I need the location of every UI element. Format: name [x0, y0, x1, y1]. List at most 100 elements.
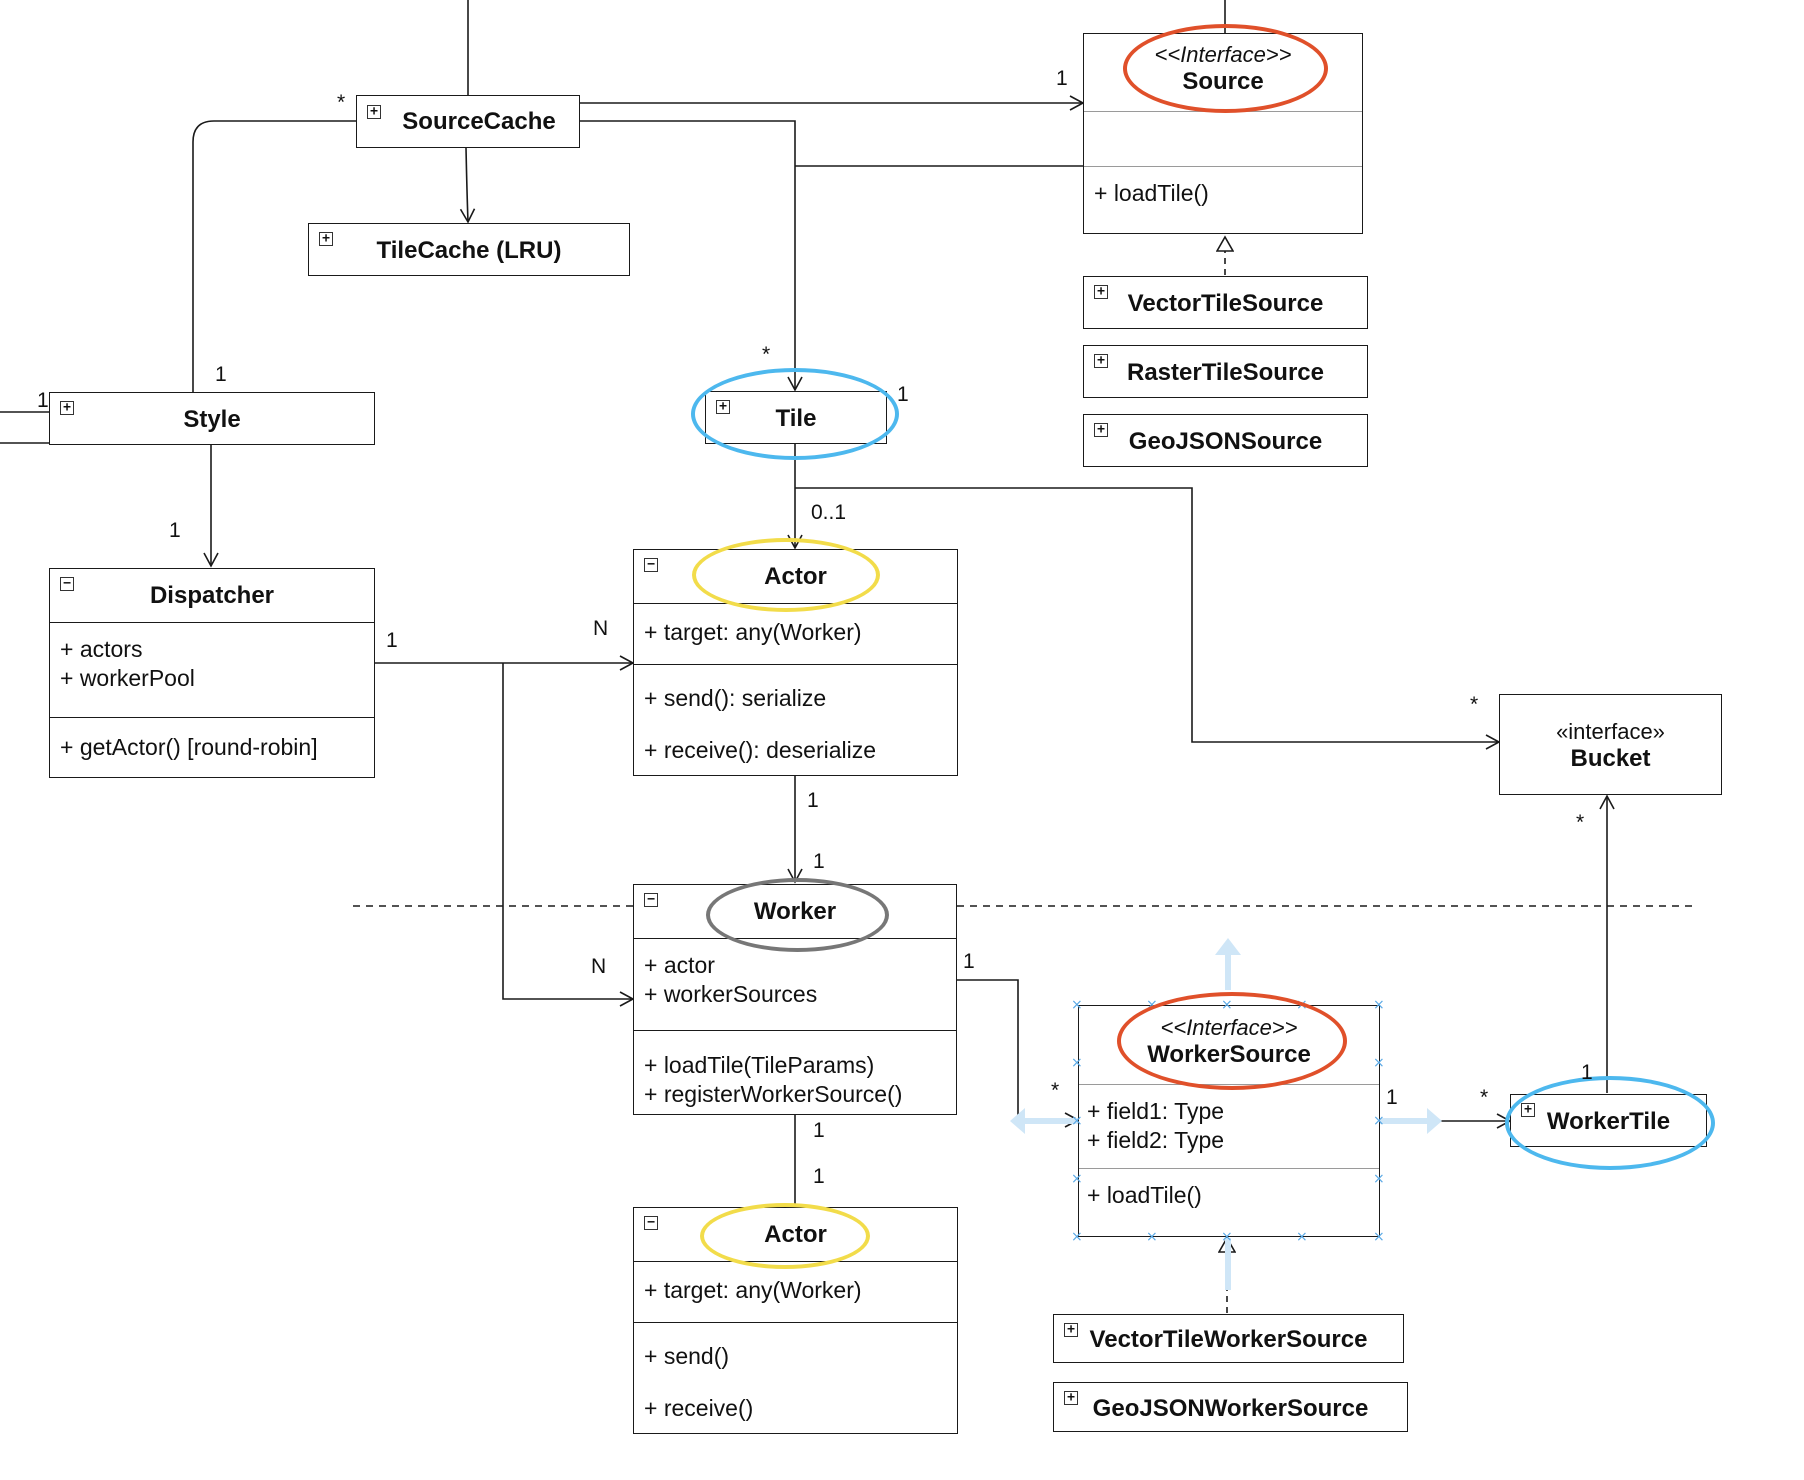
- selection-handle: ×: [1373, 1113, 1385, 1129]
- class-workertile[interactable]: + WorkerTile: [1510, 1094, 1707, 1147]
- field: + actor: [644, 952, 715, 978]
- multiplicity-label: 1: [1581, 1061, 1593, 1084]
- edge-left-style: [0, 411, 49, 444]
- minus-square-icon[interactable]: −: [60, 577, 74, 591]
- class-tile[interactable]: + Tile: [705, 391, 887, 444]
- plus-square-icon[interactable]: +: [1094, 423, 1108, 437]
- plus-square-icon[interactable]: +: [1094, 285, 1108, 299]
- class-rastertilesource[interactable]: + RasterTileSource: [1083, 345, 1368, 398]
- class-tilecache[interactable]: + TileCache (LRU): [308, 223, 630, 276]
- attributes-compartment: + actors + workerPool: [50, 622, 374, 717]
- attributes-compartment: + field1: Type + field2: Type: [1079, 1084, 1379, 1168]
- selection-handle: ×: [1071, 1113, 1083, 1129]
- method: + send(): serialize: [644, 685, 827, 711]
- multiplicity-label: 1: [963, 950, 975, 973]
- method: + loadTile(): [1087, 1182, 1202, 1208]
- class-name: RasterTileSource: [1127, 359, 1324, 386]
- class-actor-main[interactable]: − Actor + target: any(Worker) + send(): …: [633, 549, 958, 776]
- minus-square-icon[interactable]: −: [644, 558, 658, 572]
- class-name: GeoJSONWorkerSource: [1092, 1395, 1369, 1422]
- selection-handle: ×: [1296, 1229, 1308, 1245]
- class-vectortilesource[interactable]: + VectorTileSource: [1083, 276, 1368, 329]
- class-name: Tile: [775, 405, 817, 432]
- multiplicity-label: *: [762, 343, 771, 366]
- class-name: VectorTileWorkerSource: [1089, 1326, 1368, 1353]
- plus-square-icon[interactable]: +: [1094, 354, 1108, 368]
- selection-handle: ×: [1296, 997, 1308, 1013]
- plus-square-icon[interactable]: +: [1064, 1323, 1078, 1337]
- plus-square-icon[interactable]: +: [1064, 1391, 1078, 1405]
- class-name: TileCache (LRU): [376, 237, 562, 264]
- plus-square-icon[interactable]: +: [716, 400, 730, 414]
- field: + field1: Type: [1087, 1098, 1225, 1124]
- multiplicity-label: 1: [813, 1165, 825, 1188]
- class-name: WorkerSource: [1147, 1041, 1311, 1068]
- selection-handle: ×: [1373, 1171, 1385, 1187]
- minus-square-icon[interactable]: −: [644, 893, 658, 907]
- class-name: Dispatcher: [149, 582, 275, 609]
- class-worker[interactable]: − Worker + actor + workerSources + loadT…: [633, 884, 957, 1115]
- minus-square-icon[interactable]: −: [644, 1216, 658, 1230]
- multiplicity-label: 1: [897, 383, 909, 406]
- multiplicity-label: N: [593, 617, 609, 640]
- attributes-compartment: + actor + workerSources: [634, 938, 956, 1030]
- selection-handle: ×: [1146, 1229, 1158, 1245]
- multiplicity-label: 1: [169, 519, 181, 542]
- multiplicity-label: 0..1: [811, 501, 847, 524]
- class-dispatcher[interactable]: − Dispatcher + actors + workerPool + get…: [49, 568, 375, 778]
- class-name: Worker: [753, 898, 837, 925]
- edge-dispatcher-worker: [502, 663, 635, 1007]
- plus-square-icon[interactable]: +: [367, 105, 381, 119]
- class-actor-worker[interactable]: − Actor + target: any(Worker) + send() +…: [633, 1207, 958, 1434]
- plus-square-icon[interactable]: +: [1521, 1103, 1535, 1117]
- stereotype-label: <<Interface>>: [1160, 1015, 1298, 1040]
- class-style[interactable]: + Style: [49, 392, 375, 445]
- edge-sourcecache-tile: [580, 120, 803, 392]
- class-sourcecache[interactable]: + SourceCache: [356, 95, 580, 148]
- class-name: WorkerTile: [1546, 1108, 1671, 1135]
- stereotype-label: <<Interface>>: [1154, 42, 1292, 67]
- class-bucket[interactable]: «interface» Bucket: [1499, 694, 1722, 795]
- class-workersource[interactable]: <<Interface>> WorkerSource + field1: Typ…: [1078, 1005, 1380, 1237]
- selection-guides: [1020, 950, 1432, 1290]
- selection-handle: ×: [1373, 1229, 1385, 1245]
- selection-handle: ×: [1221, 1229, 1233, 1245]
- edge-sourcecache-style: [192, 120, 356, 392]
- selection-handle: ×: [1221, 997, 1233, 1013]
- field: + target: any(Worker): [644, 1277, 862, 1303]
- methods-compartment: + loadTile(): [1084, 166, 1362, 216]
- class-name: Bucket: [1570, 745, 1651, 772]
- method: + loadTile(TileParams): [644, 1052, 875, 1078]
- attributes-compartment: + target: any(Worker): [634, 1261, 957, 1322]
- multiplicity-label: *: [1480, 1086, 1489, 1109]
- class-geojsonsource[interactable]: + GeoJSONSource: [1083, 414, 1368, 467]
- class-geojsonworkersource[interactable]: + GeoJSONWorkerSource: [1053, 1382, 1408, 1432]
- field: + field2: Type: [1087, 1127, 1225, 1153]
- plus-square-icon[interactable]: +: [60, 401, 74, 415]
- methods-compartment: + getActor() [round-robin]: [50, 717, 374, 770]
- field: + target: any(Worker): [644, 619, 862, 645]
- multiplicity-label: 1: [37, 389, 49, 412]
- multiplicity-label: *: [1470, 693, 1479, 716]
- method: + send(): [644, 1343, 730, 1369]
- stereotype-label: «interface»: [1556, 719, 1665, 744]
- multiplicity-label: 1: [813, 1119, 825, 1142]
- class-name: SourceCache: [402, 108, 556, 135]
- plus-square-icon[interactable]: +: [319, 232, 333, 246]
- multiplicity-label: N: [591, 955, 607, 978]
- multiplicity-label: *: [337, 91, 346, 114]
- selection-handle: ×: [1146, 997, 1158, 1013]
- field: + actors: [60, 636, 143, 662]
- multiplicity-label: *: [1576, 811, 1585, 834]
- selection-handle: ×: [1071, 997, 1083, 1013]
- methods-compartment: + loadTile(TileParams) + registerWorkerS…: [634, 1030, 956, 1117]
- multiplicity-label: 1: [1056, 67, 1068, 90]
- method: + loadTile(): [1094, 180, 1209, 206]
- class-vectortileworkersource[interactable]: + VectorTileWorkerSource: [1053, 1314, 1404, 1363]
- method: + getActor() [round-robin]: [60, 734, 318, 760]
- class-source[interactable]: <<Interface>> Source + loadTile(): [1083, 33, 1363, 234]
- method: + receive(): deserialize: [644, 737, 877, 763]
- field: + workerSources: [644, 981, 818, 1007]
